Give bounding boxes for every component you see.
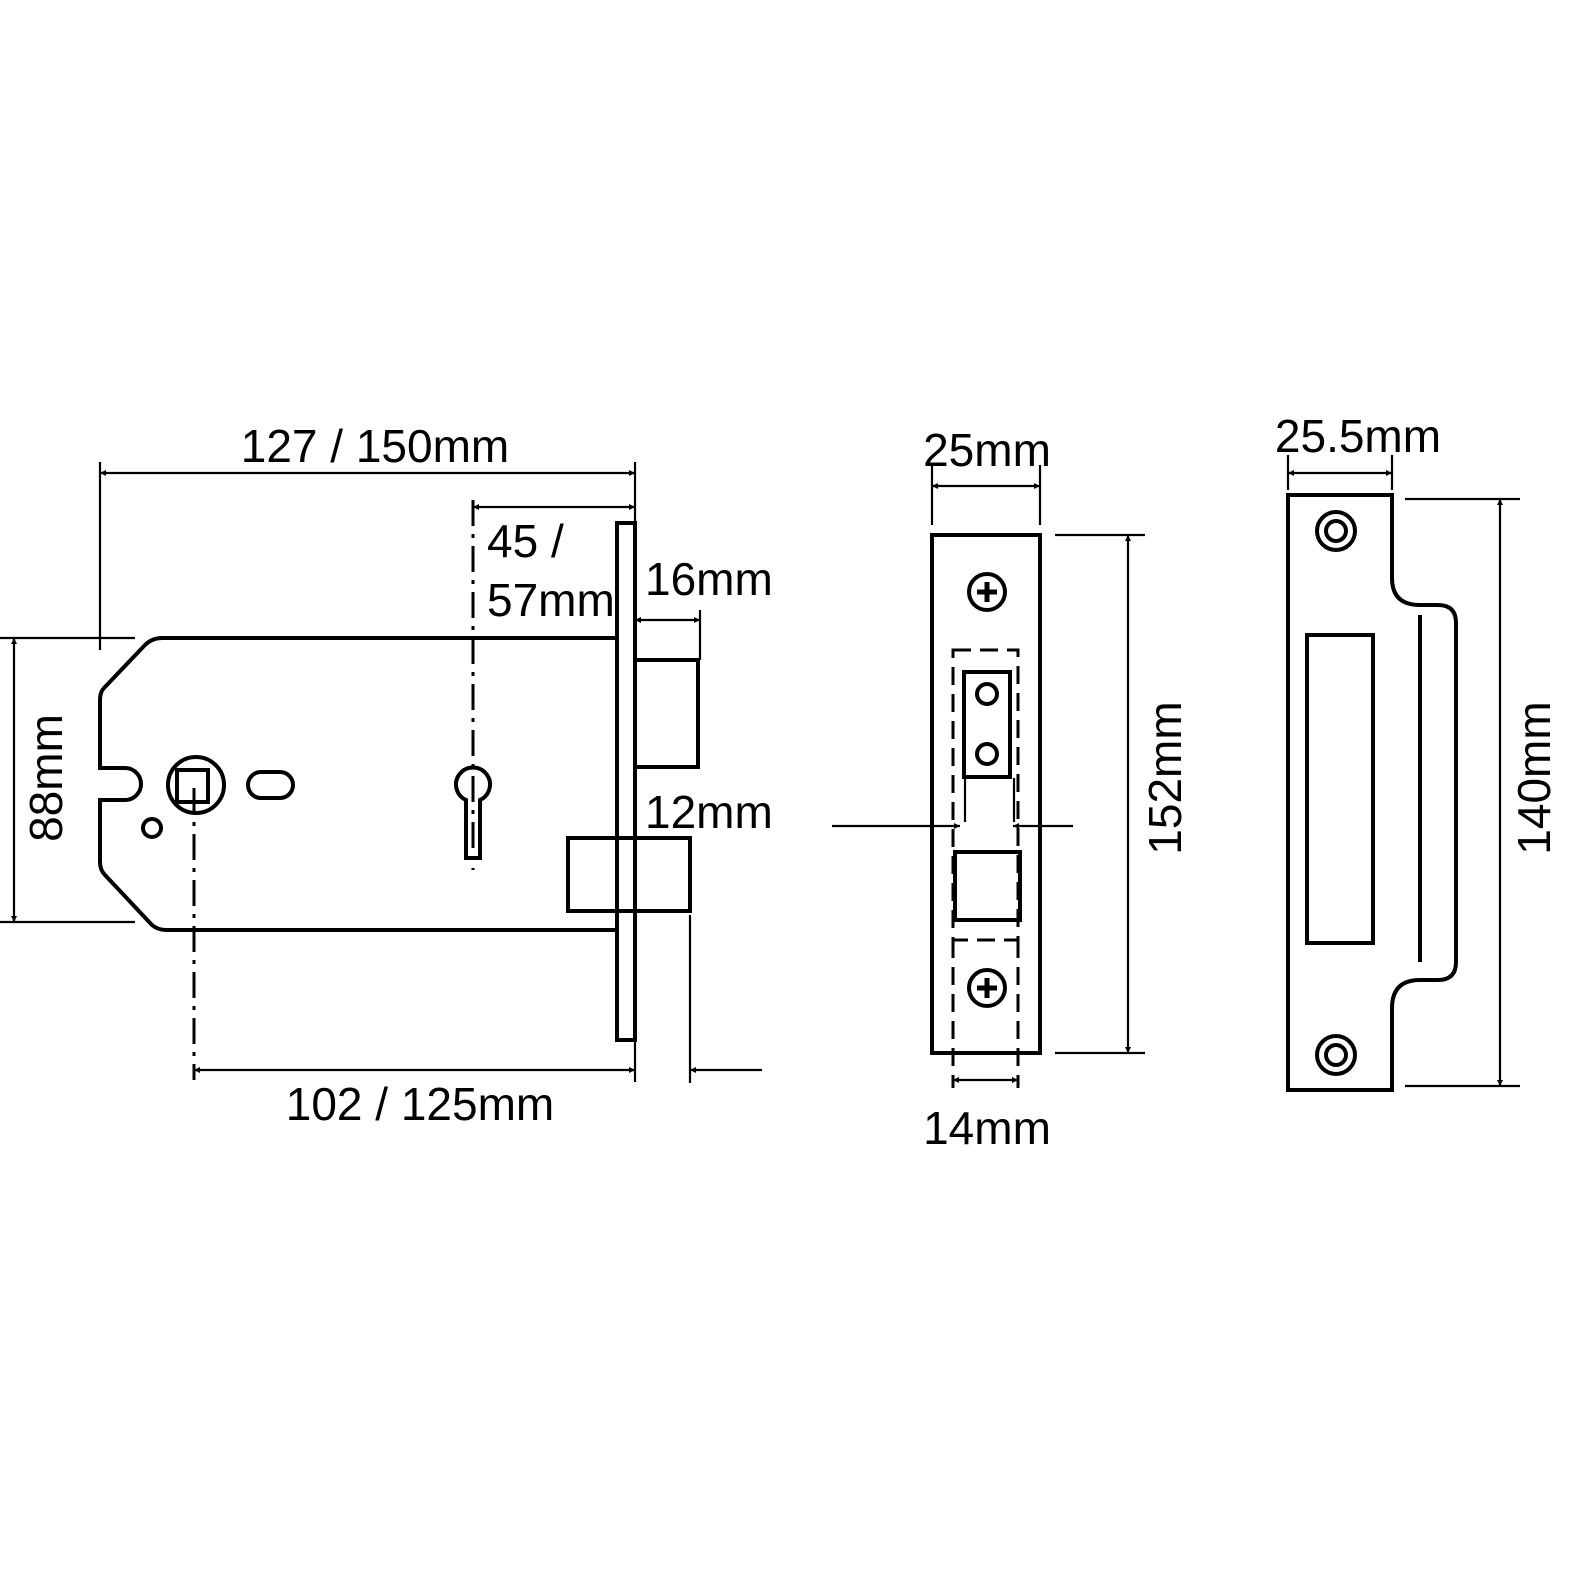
fixing-hole xyxy=(141,817,163,839)
label-deadbolt-throw: 16mm xyxy=(645,553,773,605)
slot-hole xyxy=(246,770,295,800)
forend-plate xyxy=(615,521,637,1042)
strike-plate-outline xyxy=(1286,493,1458,1092)
strike-box-opening xyxy=(1305,633,1375,945)
deadbolt-face xyxy=(962,670,1012,779)
label-strike-width: 25.5mm xyxy=(1275,410,1441,462)
countersunk-screw-hole-icon xyxy=(1315,1034,1357,1076)
label-latch-throw: 12mm xyxy=(645,786,773,838)
sashlock-side-view: 127 / 150mm 45 / 57mm 16mm 88mm 12mm 102… xyxy=(0,420,773,1130)
latch-bolt xyxy=(566,836,692,913)
keyhole xyxy=(454,765,492,860)
label-case-thickness: 14mm xyxy=(923,1102,1051,1154)
label-strike-height: 140mm xyxy=(1508,701,1560,854)
latch-face xyxy=(953,850,1022,922)
label-backset-2: 57mm xyxy=(487,574,615,626)
label-case-length: 127 / 150mm xyxy=(241,420,509,472)
lock-case-outline xyxy=(98,636,617,932)
label-centres: 102 / 125mm xyxy=(286,1078,554,1130)
case-hidden-outline xyxy=(951,648,1020,942)
screw-icon xyxy=(967,968,1007,1008)
deadbolt xyxy=(633,658,700,769)
label-forend-width: 25mm xyxy=(923,424,1051,476)
label-case-height: 88mm xyxy=(20,714,72,842)
follower-hub xyxy=(166,755,226,815)
screw-icon xyxy=(967,572,1007,612)
label-forend-height: 152mm xyxy=(1139,701,1191,854)
forend-front-view: 25mm 152mm 14mm xyxy=(832,424,1191,1154)
forend-outline xyxy=(930,533,1042,1055)
countersunk-screw-hole-icon xyxy=(1315,510,1357,552)
strike-plate-view: 25.5mm 140mm xyxy=(1275,410,1560,1092)
label-backset-1: 45 / xyxy=(487,515,564,567)
